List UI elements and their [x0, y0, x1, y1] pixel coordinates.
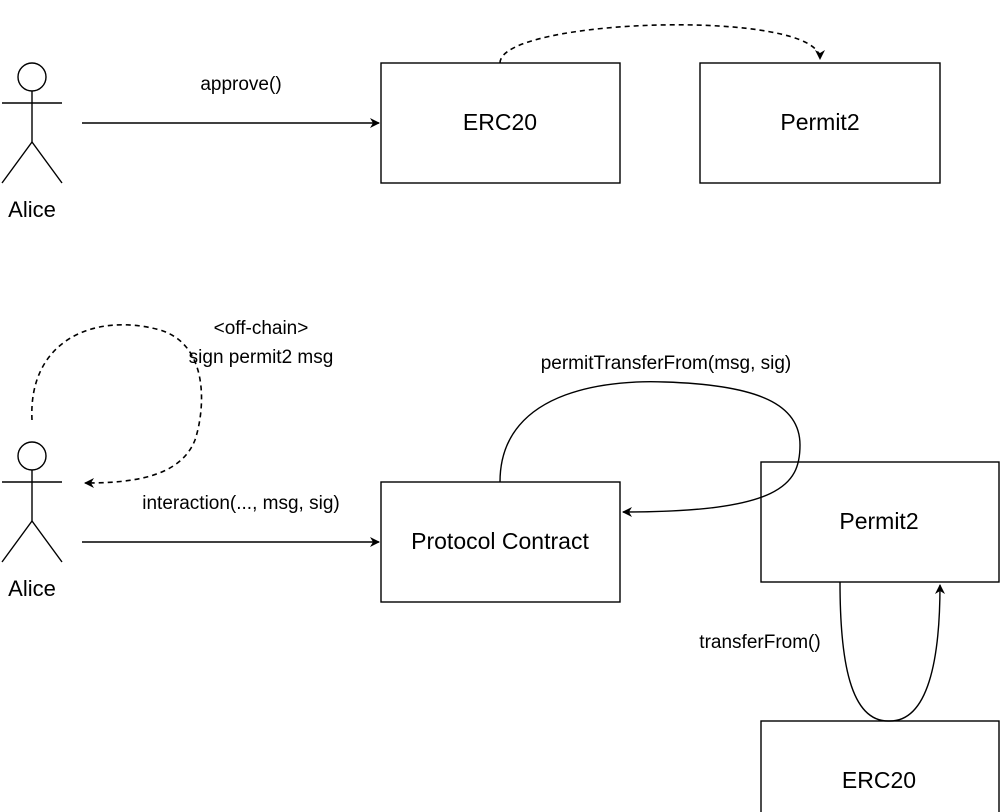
approve-edge: approve(): [82, 74, 380, 128]
alice-label-top: Alice: [8, 197, 56, 222]
erc20-box-top: ERC20: [380, 62, 621, 184]
permit2-box-top: Permit2: [699, 62, 941, 184]
permit-transfer-from-arrow: [499, 381, 801, 517]
transfer-from-label: transferFrom(): [699, 632, 820, 653]
bottom-section: Alice <off-chain> sign permit2 msg inter…: [1, 318, 1000, 812]
approve-label: approve(): [200, 74, 281, 95]
top-section: Alice approve() ERC20 Permit2: [1, 24, 941, 222]
alice-actor-top: Alice: [1, 62, 63, 222]
offchain-sign-dashed-arrow: [31, 323, 203, 488]
permit-transfer-from-edge: permitTransferFrom(msg, sig): [499, 353, 801, 517]
permit2-label-bottom: Permit2: [839, 508, 918, 534]
permit2-label-top: Permit2: [780, 109, 859, 135]
interaction-edge: interaction(..., msg, sig): [82, 493, 380, 547]
protocol-contract-label: Protocol Contract: [411, 528, 589, 554]
offchain-label: <off-chain>: [214, 318, 309, 339]
alice-label-bottom: Alice: [8, 576, 56, 601]
permit2-box-bottom: Permit2: [760, 461, 1000, 583]
erc20-label-top: ERC20: [463, 109, 537, 135]
stick-figure-icon: [1, 62, 63, 184]
transfer-from-edge: transferFrom(): [699, 581, 945, 722]
erc20-box-bottom: ERC20: [760, 720, 1000, 812]
sign-permit2-msg-label: sign permit2 msg: [189, 347, 334, 368]
offchain-sign-edge: <off-chain> sign permit2 msg: [31, 318, 334, 488]
alice-actor-bottom: Alice: [1, 441, 63, 601]
stick-figure-icon: [1, 441, 63, 563]
protocol-contract-box: Protocol Contract: [380, 481, 621, 603]
erc20-to-permit2-dashed-arrow: [499, 24, 825, 64]
permit-transfer-from-label: permitTransferFrom(msg, sig): [541, 353, 792, 374]
erc20-label-bottom: ERC20: [842, 767, 916, 793]
interaction-label: interaction(..., msg, sig): [142, 493, 339, 514]
transfer-from-arrow: [839, 581, 945, 722]
